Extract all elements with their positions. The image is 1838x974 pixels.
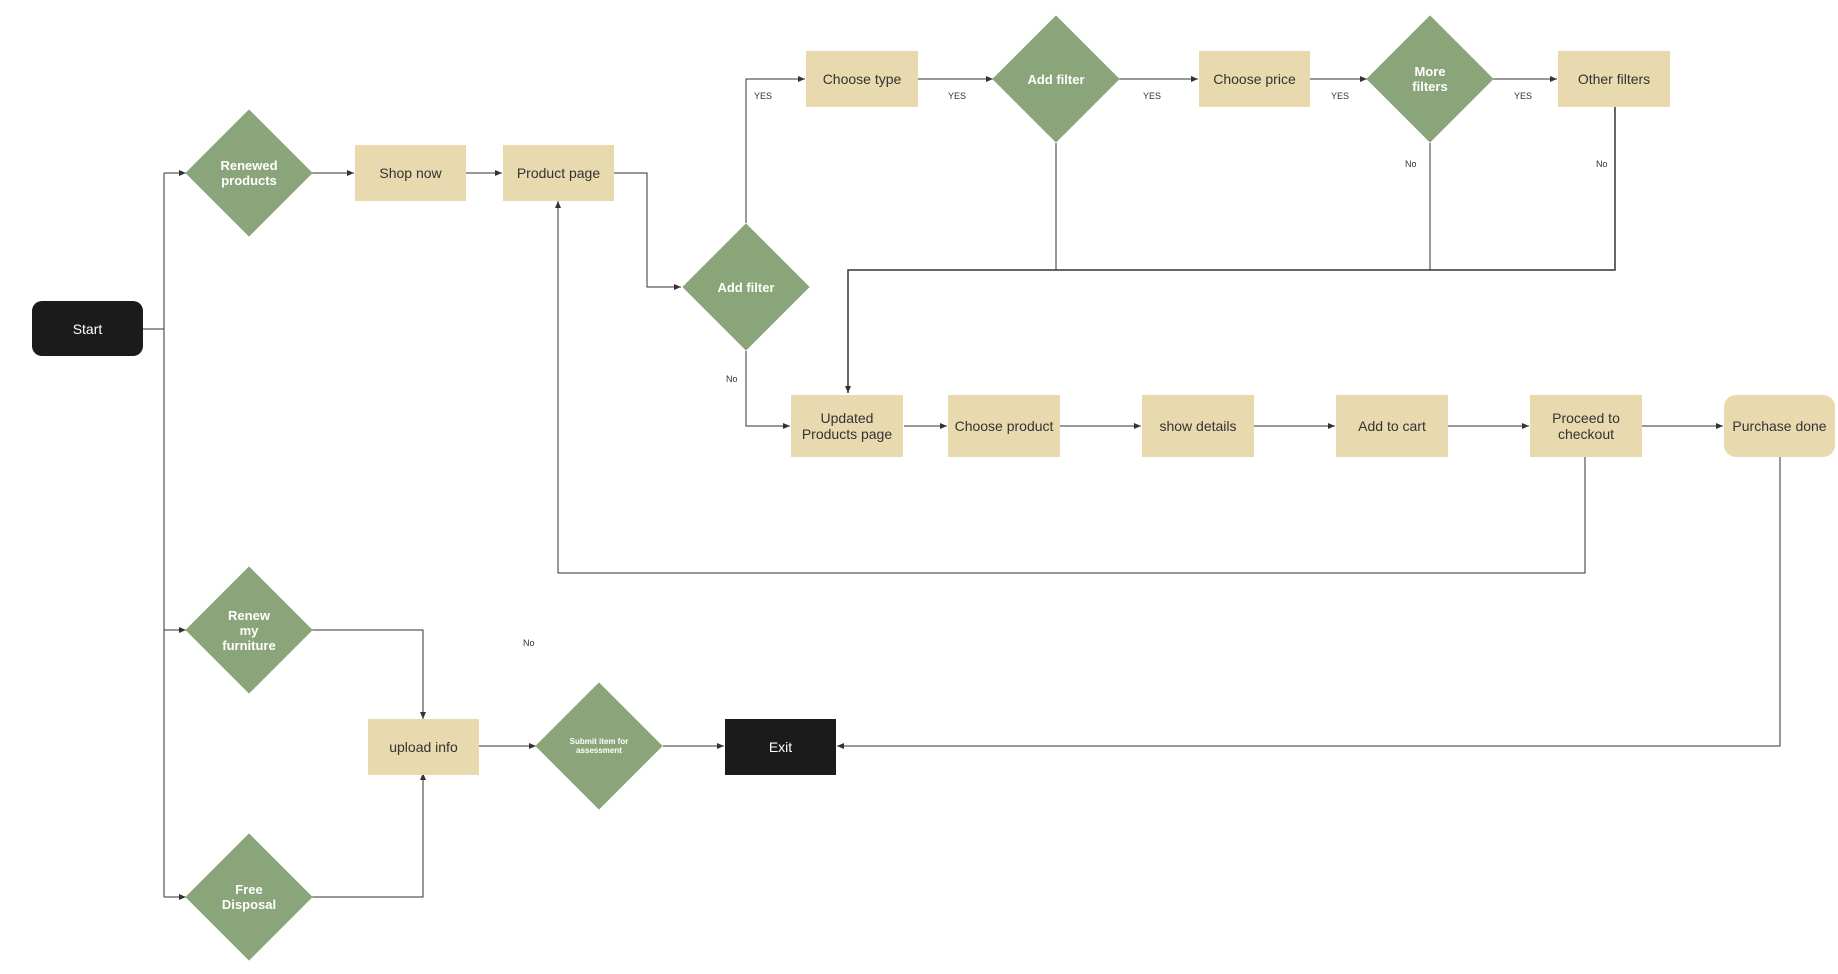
edge-checkout-back-to-product	[555, 201, 1586, 574]
proceed-to-checkout-box[interactable]: Proceed to checkout	[1530, 395, 1642, 457]
exit-node[interactable]: Exit	[725, 719, 836, 775]
choose-type-box[interactable]: Choose type	[806, 51, 918, 107]
edge-disposal-to-upload	[312, 773, 426, 898]
decision-label: Add filter	[717, 279, 775, 295]
decision-label: Renew my furniture	[222, 607, 276, 653]
edge-product-to-filter	[614, 172, 681, 290]
edge-label-yes: YES	[1514, 91, 1533, 101]
decision-label: Renewed products	[220, 158, 278, 188]
add-filter-main-decision[interactable]: Add filter	[682, 223, 810, 351]
edge-other-no-down	[845, 107, 1616, 393]
other-filters-box[interactable]: Other filters	[1558, 51, 1670, 107]
free-disposal-decision[interactable]: Free Disposal	[185, 833, 313, 961]
more-filters-decision[interactable]: More filters	[1366, 15, 1494, 143]
edge-label-yes: YES	[948, 91, 967, 101]
edge-label-no: No	[523, 638, 535, 648]
edge-label-no: No	[726, 374, 738, 384]
choose-price-box[interactable]: Choose price	[1199, 51, 1310, 107]
edge-filter-no-to-updated	[745, 351, 790, 429]
choose-product-box[interactable]: Choose product	[948, 395, 1060, 457]
product-page-box[interactable]: Product page	[503, 145, 614, 201]
upload-info-box[interactable]: upload info	[368, 719, 479, 775]
edge-label-yes: YES	[754, 91, 773, 101]
purchase-done-box[interactable]: Purchase done	[1724, 395, 1835, 457]
edge-renew-to-upload	[312, 629, 426, 719]
start-node[interactable]: Start	[32, 301, 143, 356]
renewed-products-decision[interactable]: Renewed products	[185, 109, 313, 237]
edge-filter-yes-to-type	[745, 76, 805, 223]
decision-label: Free Disposal	[221, 882, 277, 912]
shop-now-box[interactable]: Shop now	[355, 145, 466, 201]
decision-label: Submit item for assessment	[569, 737, 629, 755]
edge-label-no: No	[1405, 159, 1417, 169]
edge-done-to-exit	[837, 457, 1781, 749]
edge-label-yes: YES	[1143, 91, 1162, 101]
edge-label-yes: YES	[1331, 91, 1350, 101]
decision-label: More filters	[1412, 64, 1448, 94]
updated-products-page-box[interactable]: Updated Products page	[791, 395, 903, 457]
renew-my-furniture-decision[interactable]: Renew my furniture	[185, 566, 313, 694]
add-filter-top-decision[interactable]: Add filter	[992, 15, 1120, 143]
submit-item-decision[interactable]: Submit item for assessment	[535, 682, 663, 810]
edge-label-no: No	[1596, 159, 1608, 169]
decision-label: Add filter	[1027, 71, 1085, 87]
add-to-cart-box[interactable]: Add to cart	[1336, 395, 1448, 457]
show-details-box[interactable]: show details	[1142, 395, 1254, 457]
